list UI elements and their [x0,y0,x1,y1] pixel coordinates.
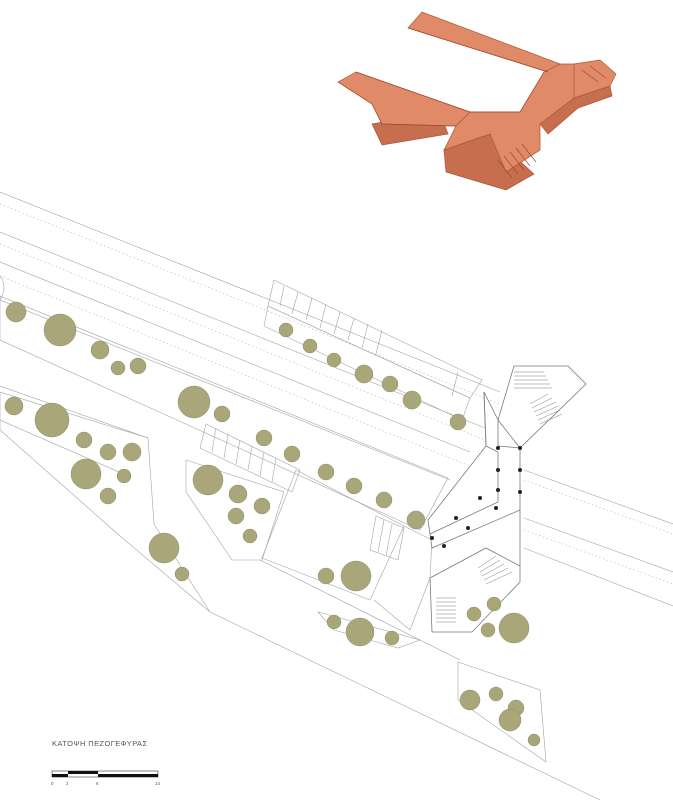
tree-canopy [345,477,363,495]
tree-canopy [466,606,482,622]
tree-canopy [43,313,77,347]
tree-canopy [4,396,24,416]
tree-canopy [34,402,70,438]
tree-canopy [317,567,335,585]
footbridge-plan [427,365,587,633]
axon-north-ramp [407,11,561,73]
bridge-columns [430,446,522,548]
tree-canopy [99,443,117,461]
tree-canopy [116,468,132,484]
tree-canopy [480,622,496,638]
axon-parapet [407,27,549,73]
tree-canopy [99,487,117,505]
lower-road [0,385,601,800]
tree-canopy [488,686,504,702]
tree-canopy [384,630,400,646]
north-stair-tower [497,365,587,449]
tree-canopy [5,301,27,323]
tree-canopy [129,357,147,375]
axon-parapet [337,81,457,127]
tree-canopy [110,360,126,376]
scale-label-6: 6 [96,781,99,786]
tree-canopy [459,689,481,711]
tree-canopy [213,405,231,423]
axon-east-landing [573,59,617,99]
tree-canopy [381,375,399,393]
tree-canopy [227,507,245,525]
tree-canopy [90,340,110,360]
footbridge-axonometric [337,11,617,191]
tree-canopy [326,352,342,368]
axon-stair-lines [503,155,519,175]
tree-canopy [253,497,271,515]
tree-canopy [498,708,522,732]
axon-stair-lines [581,69,599,83]
tree-canopy [486,596,502,612]
tree-canopy [278,322,294,338]
tree-canopy [122,442,142,462]
axon-stair-lines [521,143,537,163]
tree-canopy [255,429,273,447]
station-plaza [261,469,433,631]
axon-west-ramp [337,71,471,127]
tree-canopy [75,431,93,449]
tree-canopy [498,612,530,644]
axon-stair-lines [497,159,513,179]
tree-canopy [354,364,374,384]
tree-canopy [449,413,467,431]
tree-canopy [174,566,190,582]
scale-label-14: 14 [155,781,161,786]
tree-canopy [242,528,258,544]
planting-islands [0,295,547,763]
scale-bar [51,770,159,778]
scale-label-2: 2 [66,781,69,786]
tree-canopy [70,458,102,490]
plan-title: ΚΑΤΟΨΗ ΠΕΖΟΓΕΦΥΡΑΣ [52,739,148,748]
tree-canopy [375,491,393,509]
stair-treads [436,371,563,623]
railway-tracks [0,191,673,607]
south-stair-tower [429,547,521,633]
tree-canopy [406,510,426,530]
tree-canopy [345,617,375,647]
axon-stair-lines [509,151,525,171]
tree-canopy [148,532,180,564]
site-edges [0,275,5,301]
trees [4,301,541,747]
tree-canopy [177,385,211,419]
axon-stair-lines [515,147,531,167]
tree-canopy [302,338,318,354]
tree-canopy [326,614,342,630]
tree-canopy [340,560,372,592]
tree-canopy [527,733,541,747]
tree-canopy [192,464,224,496]
parking-north [263,279,483,421]
scale-label-0: 0 [51,781,54,786]
axon-stair-lines [589,65,607,79]
tree-canopy [317,463,335,481]
tree-canopy [228,484,248,504]
tree-canopy [402,390,422,410]
parking-south [199,423,405,561]
tree-canopy [283,445,301,463]
axon-parapet [355,71,545,113]
